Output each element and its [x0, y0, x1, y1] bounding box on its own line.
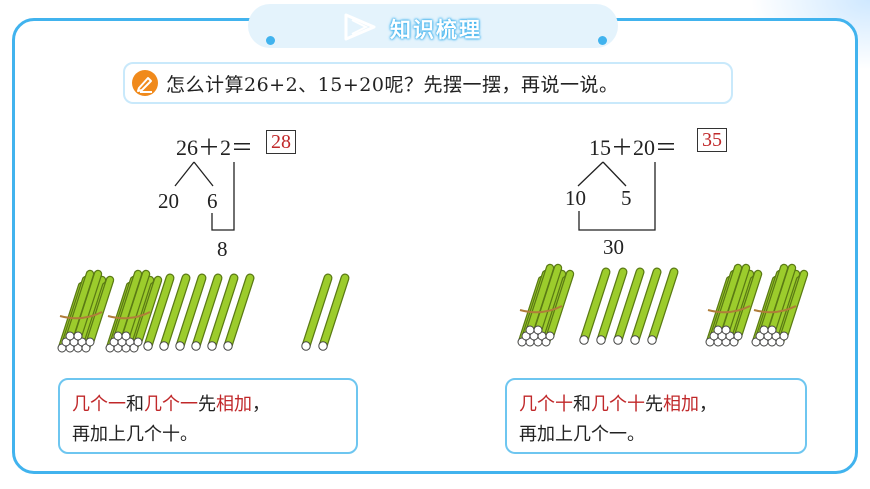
left-sum-ones: 8	[217, 237, 228, 261]
bundle-of-ten	[751, 263, 809, 347]
rule-text: ，	[699, 394, 717, 415]
left-split-tens: 20	[158, 189, 179, 213]
rule-text: 和	[573, 394, 591, 415]
left-rule-line2: 再加上几个十。	[72, 424, 198, 445]
right-rule-line2: 再加上几个一。	[519, 424, 645, 445]
right-split-ones: 5	[621, 186, 632, 210]
single-stick	[318, 273, 350, 351]
single-stick	[301, 273, 333, 351]
header-tab	[248, 4, 618, 48]
single-stick	[175, 273, 207, 351]
single-stick	[223, 273, 255, 351]
single-stick	[159, 273, 191, 351]
header-dot	[266, 36, 275, 45]
left-answer: 28	[266, 130, 296, 154]
bundle-of-ten	[105, 269, 163, 353]
question-box	[123, 62, 733, 104]
right-answer: 35	[697, 128, 727, 152]
rule-keyword: 几个一	[144, 394, 198, 415]
single-stick	[579, 267, 611, 345]
left-equation: 26＋2＝	[176, 135, 254, 160]
left-rule-box: 几个一和几个一先相加， 再加上几个十。	[58, 378, 358, 454]
left-rule-line1: 几个一和几个一先相加，	[72, 390, 344, 420]
right-rule-line1: 几个十和几个十先相加，	[519, 390, 793, 420]
single-stick	[191, 273, 223, 351]
rule-text: ，	[252, 394, 270, 415]
single-stick	[630, 267, 662, 345]
single-stick	[207, 273, 239, 351]
right-equation: 15＋20＝	[589, 135, 678, 160]
single-stick	[143, 273, 175, 351]
rule-text: 先	[645, 394, 663, 415]
rule-keyword: 相加	[663, 394, 699, 415]
single-stick	[613, 267, 645, 345]
right-sum-tens: 30	[603, 235, 624, 259]
single-stick	[596, 267, 628, 345]
pencil-icon	[132, 70, 158, 96]
section-title: 知识梳理	[390, 18, 482, 42]
rule-keyword: 相加	[216, 394, 252, 415]
rule-keyword: 几个一	[72, 394, 126, 415]
bundle-of-ten	[705, 263, 763, 347]
play-triangle-icon	[344, 13, 376, 41]
right-rule-box: 几个十和几个十先相加， 再加上几个一。	[505, 378, 807, 454]
rule-text: 先	[198, 394, 216, 415]
rule-keyword: 几个十	[591, 394, 645, 415]
bundle-of-ten	[57, 269, 115, 353]
left-split-ones: 6	[207, 189, 218, 213]
question-text: 怎么计算26+2、15+20呢？先摆一摆，再说一说。	[166, 74, 619, 96]
rule-text: 和	[126, 394, 144, 415]
single-stick	[647, 267, 679, 345]
header-dot	[598, 36, 607, 45]
bundle-of-ten	[517, 263, 575, 347]
rule-keyword: 几个十	[519, 394, 573, 415]
right-split-tens: 10	[565, 186, 586, 210]
